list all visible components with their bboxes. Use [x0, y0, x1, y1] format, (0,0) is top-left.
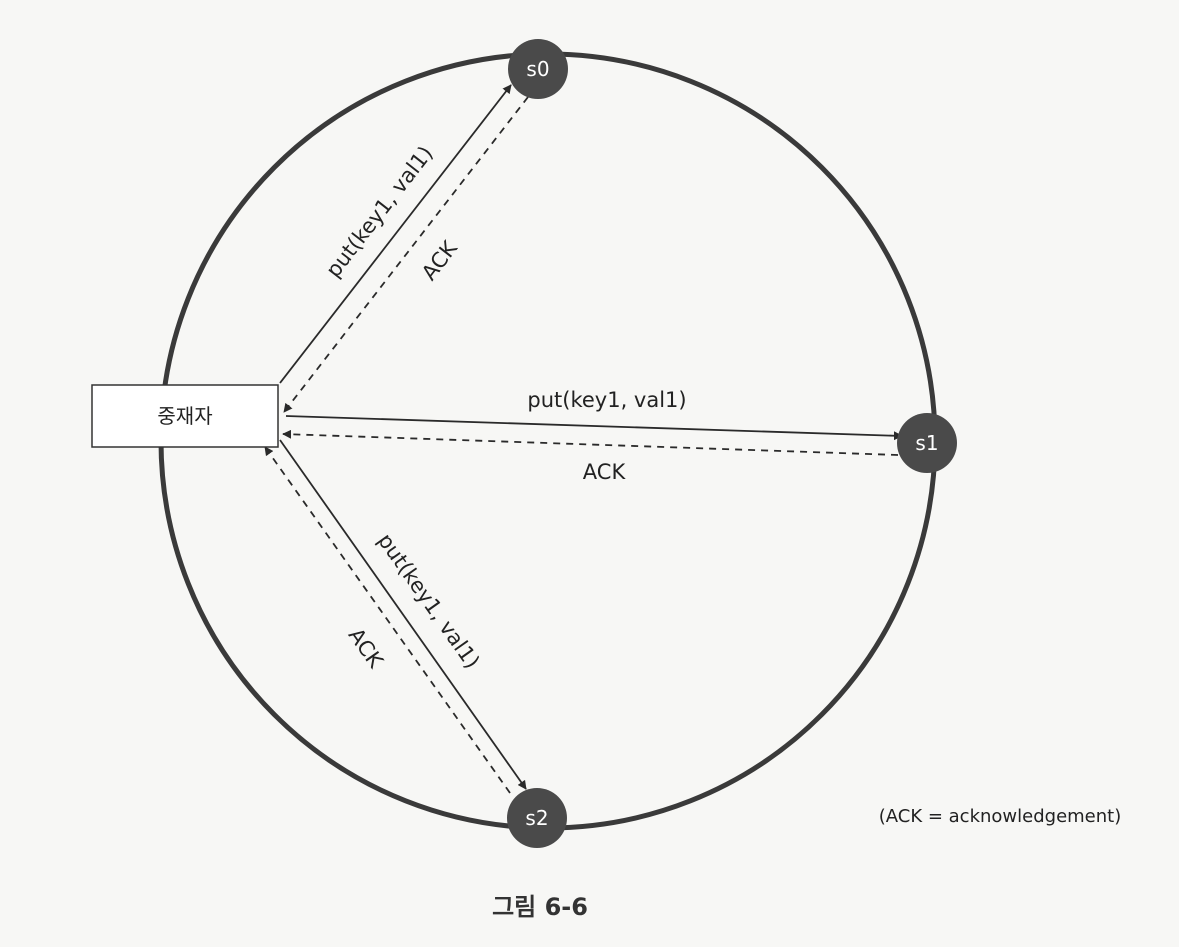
put-arrow-s1: [285, 415, 903, 441]
node-s1-label: s1: [915, 431, 938, 455]
node-s0-circle: [508, 39, 568, 99]
node-s2-circle: [507, 788, 567, 848]
put-label-s1: put(key1, val1): [527, 388, 686, 412]
put-arrow-s2: [279, 439, 527, 790]
ack-arrow-s1: [282, 429, 899, 456]
ack-arrow-s0: [283, 96, 529, 413]
node-s1: s1: [897, 413, 957, 473]
ack-note: (ACK = acknowledgement): [879, 806, 1122, 827]
node-s0: s0: [508, 39, 568, 99]
node-s1-circle: [897, 413, 957, 473]
ack-label-s0: ACK: [417, 236, 463, 285]
put-arrow-s0: [279, 84, 512, 384]
node-s2: s2: [507, 788, 567, 848]
ack-label-s2: ACK: [344, 624, 389, 674]
node-s0-label: s0: [526, 57, 549, 81]
figure-caption: 그림 6-6: [492, 893, 588, 921]
ack-arrow-s2: [264, 446, 511, 794]
coordinator-box: [91, 384, 279, 448]
coordinator: 중재자: [91, 384, 279, 448]
coordinator-label: 중재자: [157, 404, 212, 428]
ack-label-s1: ACK: [583, 460, 627, 484]
put-label-s0: put(key1, val1): [321, 141, 438, 282]
node-s2-label: s2: [525, 806, 548, 830]
